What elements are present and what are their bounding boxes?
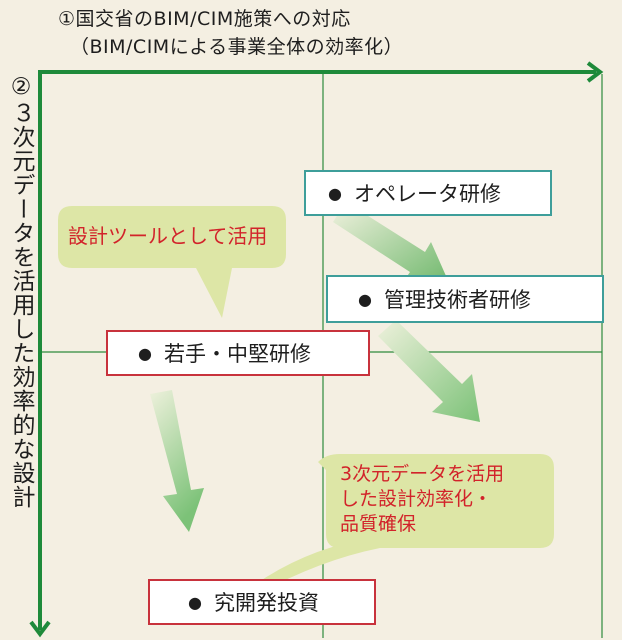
arrow-young-to-research	[150, 390, 204, 532]
x-axis-arrowhead	[586, 61, 604, 83]
callout-design-tool-shape	[58, 206, 286, 318]
manager-training-box: ● 管理技術者研修	[326, 275, 604, 323]
callout-design-tool-text: 設計ツールとして活用	[68, 224, 268, 248]
arrow-operator-to-manager	[333, 202, 450, 285]
vertical-axis-title: ②３次元データを活用した効率的な設計	[8, 74, 34, 509]
callout-efficiency-line2: した設計効率化・	[340, 488, 493, 510]
callout-efficiency-line1: 3次元データを活用	[340, 463, 505, 485]
bullet-icon: ●	[138, 343, 152, 363]
operator-training-box: ● オペレータ研修	[304, 170, 552, 216]
bullet-icon: ●	[328, 183, 342, 203]
y-axis-arrowhead	[29, 620, 51, 638]
bullet-icon: ●	[188, 592, 202, 612]
header-title-line1: ①国交省のBIM/CIM施策への対応	[58, 8, 351, 30]
young-midlevel-training-box: ● 若手・中堅研修	[106, 330, 370, 376]
bullet-icon: ●	[358, 289, 372, 309]
callout-efficiency-line3: 品質確保	[340, 513, 417, 535]
research-investment-label: 究開発投資	[213, 591, 319, 615]
operator-training-label: オペレータ研修	[353, 182, 501, 206]
manager-training-label: 管理技術者研修	[383, 288, 531, 312]
callout-efficiency-text: 3次元データを活用 した設計効率化・ 品質確保	[340, 462, 504, 537]
callout-efficiency-shape	[318, 454, 554, 548]
young-midlevel-training-label: 若手・中堅研修	[163, 342, 311, 366]
research-investment-box: ● 究開発投資	[148, 579, 376, 625]
header-title-line2: （BIM/CIMによる事業全体の効率化）	[70, 36, 404, 58]
arrow-manager-to-efficiency	[378, 320, 480, 422]
